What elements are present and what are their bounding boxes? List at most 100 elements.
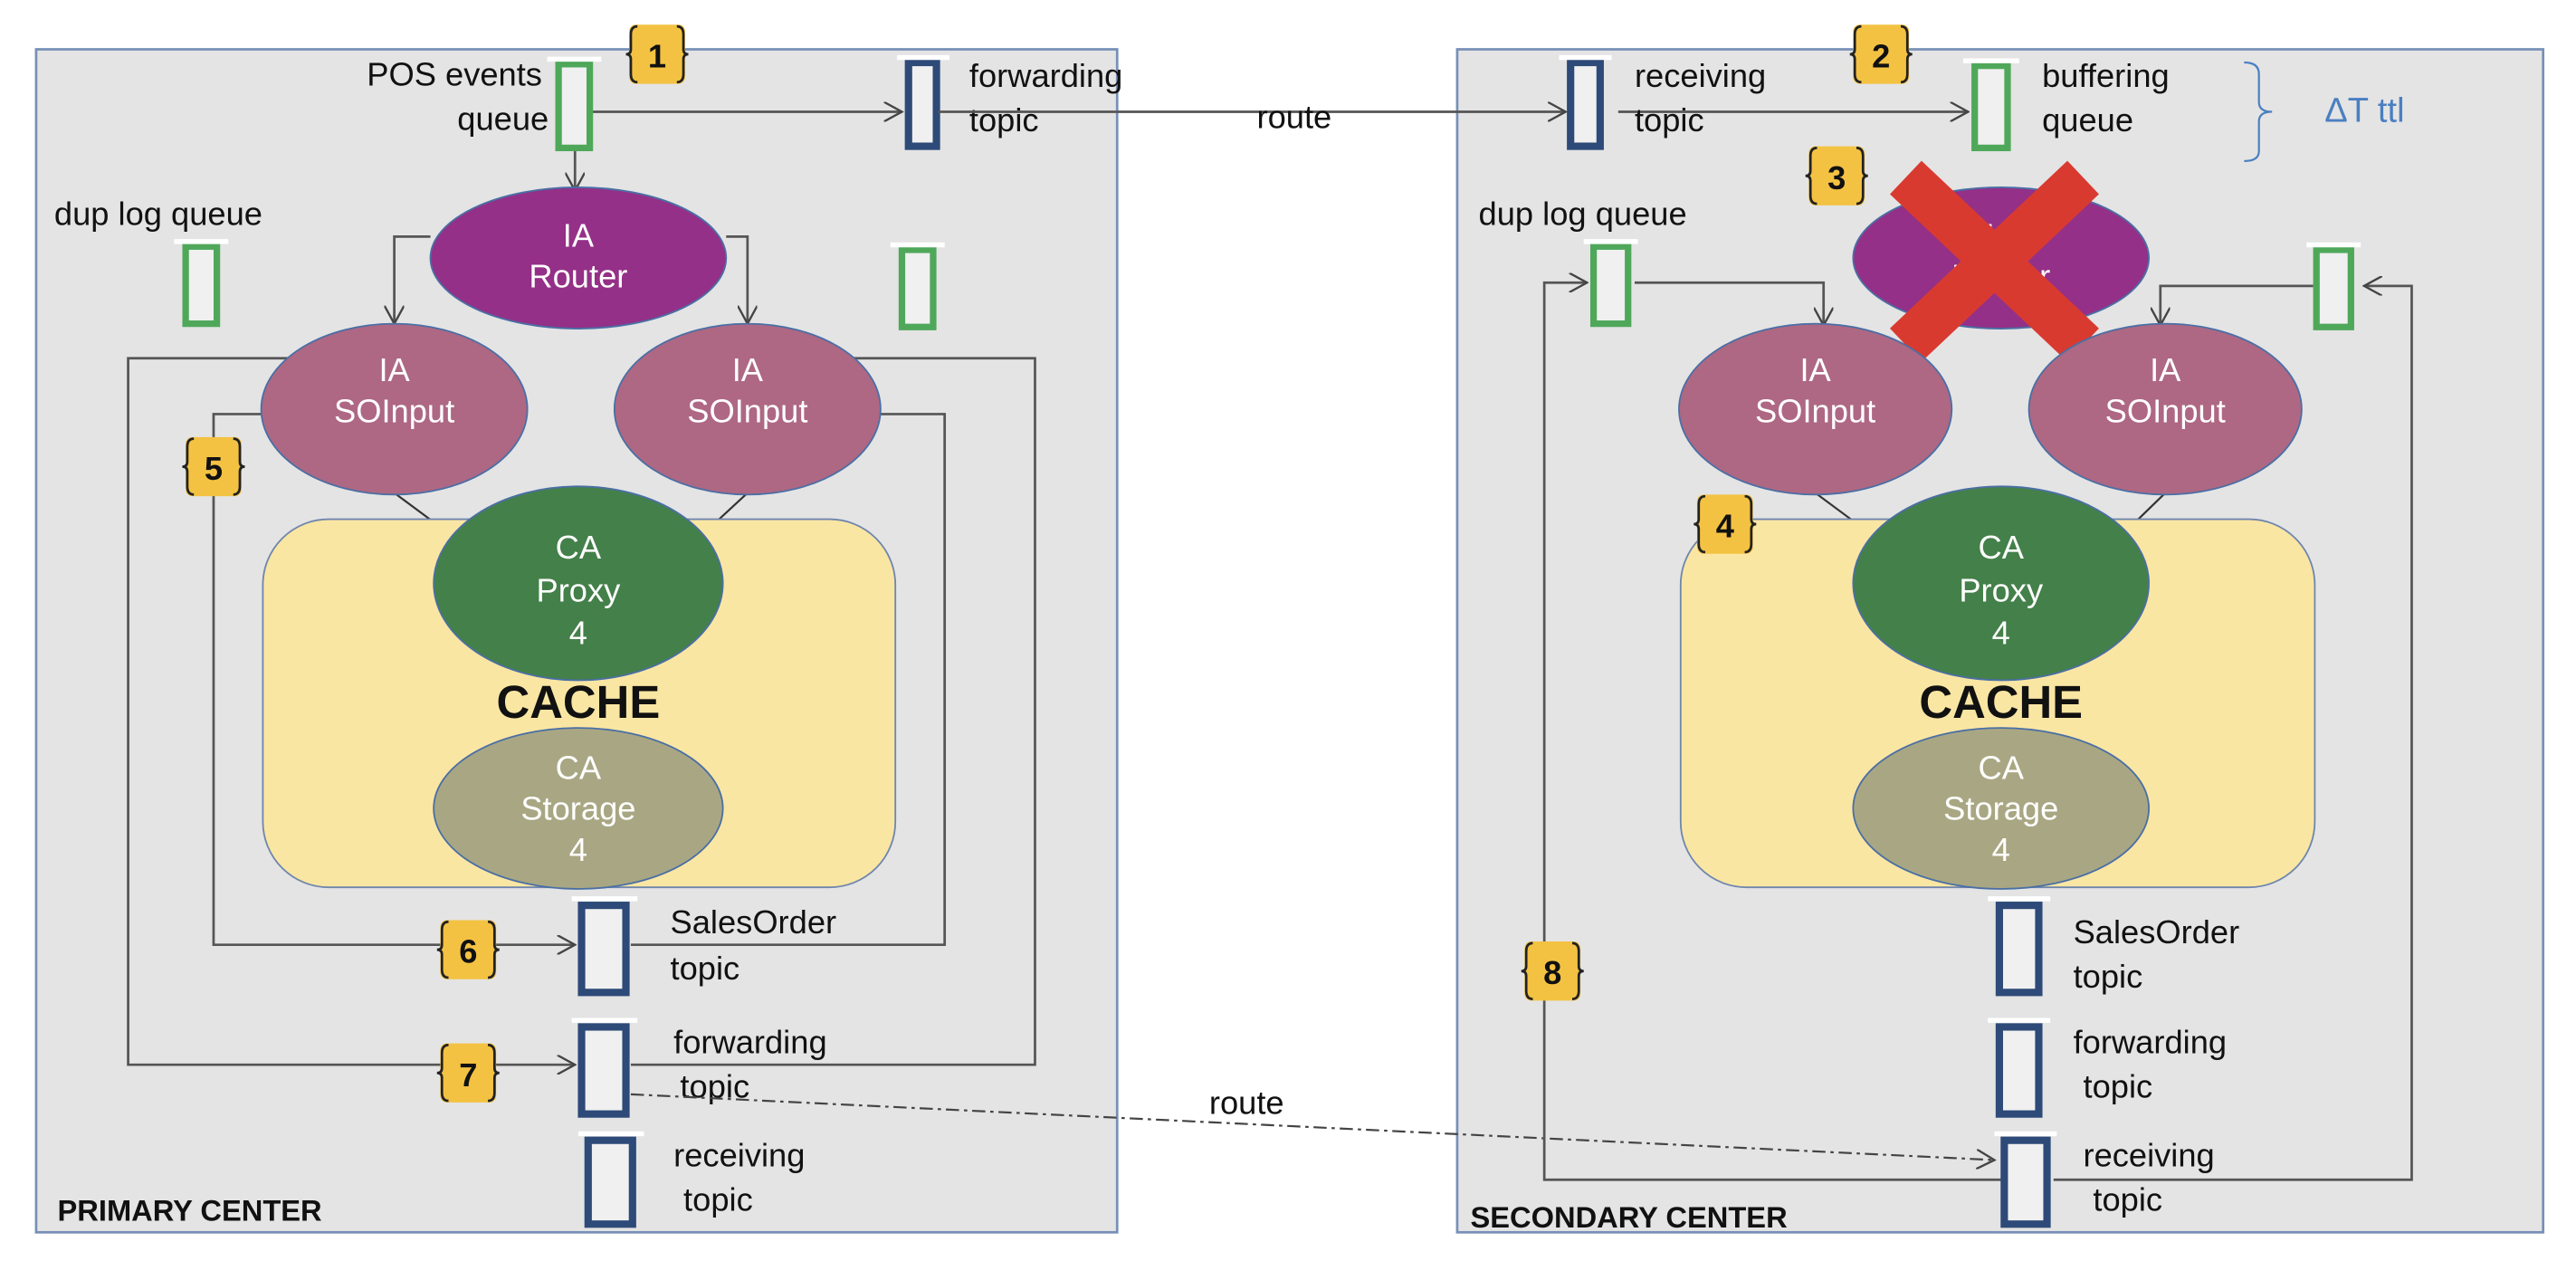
badge-background [1808,146,1865,205]
cache-label: CACHE [1919,676,2083,728]
primary-soinput-right: IA SOInput [613,322,882,496]
secondary-cache: CA Proxy 4 CA Storage 4 CACHE [1679,485,2316,890]
step-badge-5: 5 [182,436,245,497]
step-badge-1: 1 [625,24,689,84]
primary-center-title: PRIMARY CENTER [58,1194,322,1227]
label: forwarding [969,57,1122,94]
primary-ia-router: IA Router [429,186,728,330]
badge-background [1524,941,1581,1001]
step-badge-number: 1 [648,37,666,74]
brace-icon [436,1044,500,1103]
label: IA [378,351,410,388]
label: topic [969,101,1039,139]
label: topic [683,1181,753,1218]
label: CA [556,749,602,786]
primary-forwarding-topic-2: forwarding topic [571,1017,827,1118]
primary-ca-proxy [433,485,724,682]
secondary-salesorder-topic: SalesOrder topic [1988,896,2240,997]
secondary-dup-log-queue-right [2306,242,2361,330]
label: SOInput [1755,393,1875,430]
secondary-forwarding-topic: forwarding topic [1988,1017,2227,1118]
label: receiving [2083,1137,2214,1174]
brace-icon [1521,941,1584,1000]
label: IA [1799,351,1831,388]
badge-background [629,24,685,84]
label: topic [2093,1181,2162,1218]
label: SOInput [687,393,807,430]
label: queue [2042,101,2133,139]
brace-icon [625,24,689,84]
primary-ca-storage [433,727,724,890]
brace-icon [436,920,500,979]
secondary-ca-storage [1852,727,2150,890]
label: Proxy [1959,571,2044,608]
label: forwarding [673,1023,826,1060]
label: Storage [520,790,635,827]
badge-background [1853,24,1910,84]
label: forwarding [2074,1023,2227,1060]
brace-icon [182,437,245,496]
primary-dup-log-queue-left [174,239,229,328]
primary-cache: CA Proxy 4 CA Storage 4 CACHE [262,485,897,890]
ttl-brace [2244,61,2273,163]
label: Proxy [537,571,622,608]
label: Router [529,258,627,295]
step-badges: 1 2 3 4 5 6 7 8 [182,24,1913,1103]
step-badge-6: 6 [436,920,500,979]
label: CA [1979,749,2025,786]
label: IA [2150,351,2181,388]
route-top-label: route [1257,99,1332,136]
secondary-receiving-topic-2: receiving topic [1994,1131,2215,1228]
label: 4 [569,615,587,652]
step-badge-number: 8 [1543,954,1561,991]
cross-icon [1890,160,2099,362]
step-badge-number: 6 [459,933,477,970]
secondary-soinput-left: IA SOInput [1678,322,1953,496]
pos-events-queue: POS events queue [367,55,602,152]
badge-background [440,920,497,979]
badge-background [186,436,242,497]
label: receiving [1635,57,1766,94]
label: topic [671,950,740,987]
label: topic [2074,958,2143,995]
step-badge-8: 8 [1521,941,1584,1001]
badge-background [1696,494,1753,554]
label: SalesOrder [671,903,837,941]
step-badge-number: 2 [1872,37,1890,74]
primary-receiving-topic: receiving topic [577,1131,805,1228]
primary-salesorder-topic: SalesOrder topic [571,896,837,997]
step-badge-3: 3 [1805,146,1868,205]
primary-soinput-left: IA SOInput [260,322,529,496]
label: SalesOrder [2074,913,2240,950]
label: topic [1635,101,1704,139]
secondary-soinput-right: IA SOInput [2027,322,2303,496]
label: SOInput [2105,393,2226,430]
label: 4 [569,831,587,868]
label: 4 [1992,831,2010,868]
secondary-receiving-topic: receiving topic [1559,54,1766,150]
buffering-queue: buffering queue [1962,57,2170,152]
label: IA [563,216,595,253]
primary-dup-log-queue-right [890,242,945,330]
label: topic [2083,1067,2152,1104]
pos-queue-label-1: POS events [367,55,542,92]
label: SOInput [334,393,454,430]
secondary-dup-log-queue-label: dup log queue [1479,196,1687,233]
step-badge-7: 7 [436,1043,500,1103]
step-badge-number: 3 [1827,159,1846,196]
badge-background [440,1043,497,1103]
brace-icon [1693,494,1757,554]
cache-label: CACHE [497,676,661,728]
label: buffering [2042,57,2170,94]
secondary-dup-log-queue-left [1583,239,1638,328]
label: CA [556,529,602,566]
secondary-connectors [1542,111,2413,1181]
secondary-ca-proxy [1852,485,2150,682]
step-badge-number: 7 [459,1056,477,1094]
step-badge-4: 4 [1693,494,1757,554]
secondary-ia-router-disabled: IA Router [1852,160,2150,362]
pos-queue-label-2: queue [457,100,549,137]
route-bottom-line [630,1093,1994,1161]
primary-forwarding-topic: forwarding topic [897,54,1122,150]
